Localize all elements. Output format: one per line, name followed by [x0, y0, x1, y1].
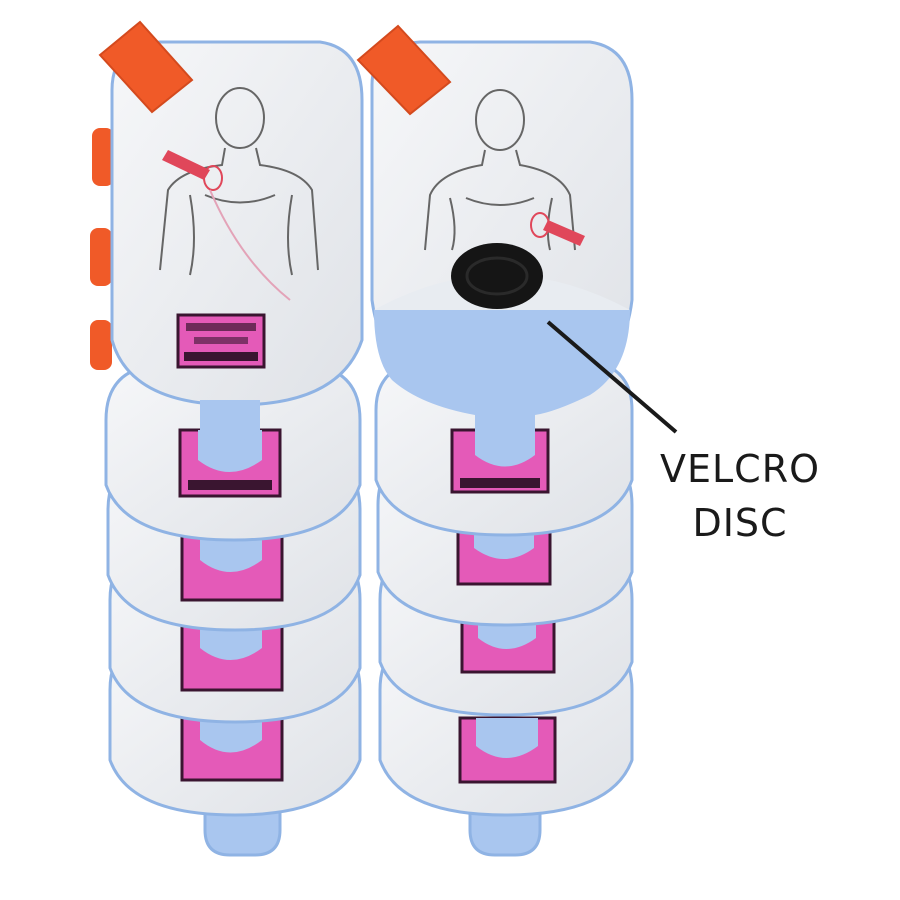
left-stack-side-tab [92, 128, 114, 186]
callout-leader-line [546, 320, 678, 434]
orange-pull-tab [98, 20, 194, 114]
velcro-disc-callout: VELCRO DISC [640, 442, 840, 550]
left-stack-side-tab [90, 320, 112, 370]
torso-figure-icon [159, 87, 319, 276]
right-stack-top-pad [356, 24, 634, 467]
callout-line-2: DISC [692, 501, 788, 545]
left-stack-side-tab [90, 228, 112, 286]
electrode-placement-icon [530, 212, 585, 246]
velcro-backing-area [374, 310, 630, 467]
pad-label [176, 313, 266, 369]
electrode-placement-icon [162, 150, 291, 301]
callout-line-1: VELCRO [659, 447, 821, 491]
velcro-disc [451, 243, 543, 309]
right-pad-stack [356, 24, 634, 857]
left-stack-top-pad [98, 20, 364, 443]
left-pad-stack [90, 20, 364, 857]
orange-pull-tab [356, 24, 452, 116]
